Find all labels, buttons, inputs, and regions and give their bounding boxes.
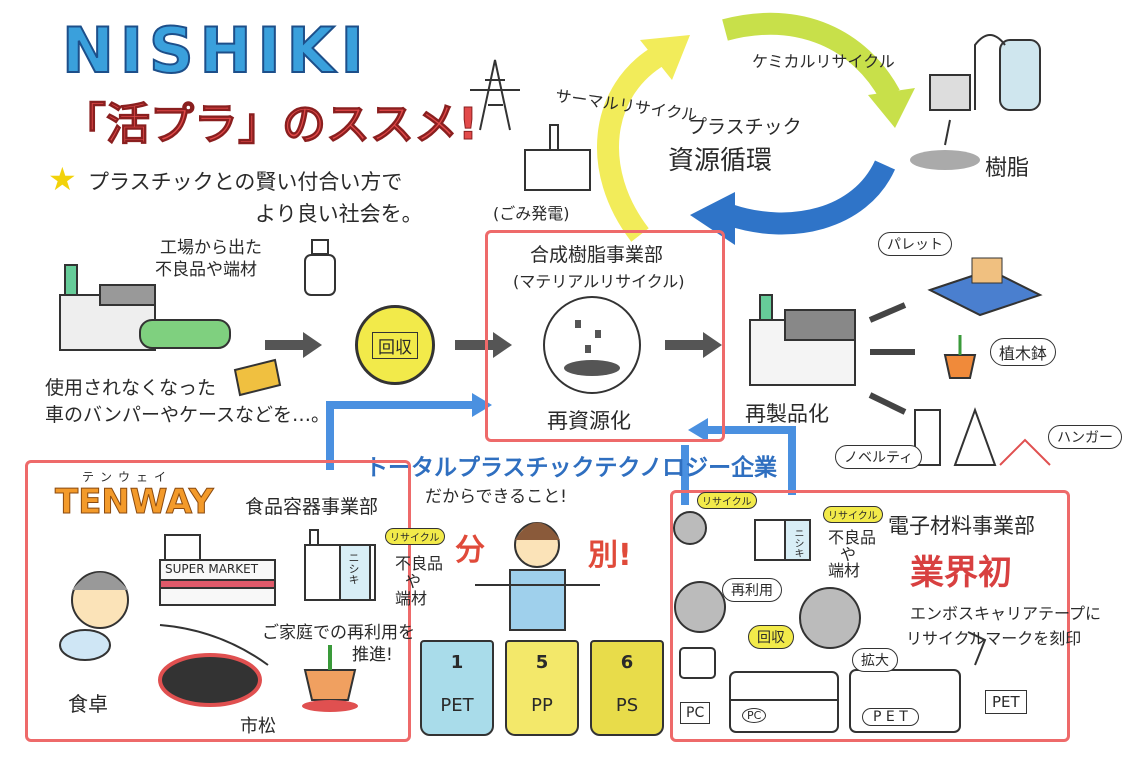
tenway-waste-2: や (405, 572, 422, 591)
power-tower-icon (470, 59, 520, 131)
electronics-waste-3: 端材 (828, 561, 861, 580)
division-subtitle: (マテリアルリサイクル) (513, 272, 685, 291)
resin-label: 樹脂 (985, 156, 1030, 181)
remanufacture-label: 再製品化 (745, 402, 829, 426)
product-pot-label: 植木鉢 (990, 338, 1057, 366)
reel-icon (673, 511, 861, 649)
cycle-center-label-2: 資源循環 (668, 146, 773, 176)
ichimatsu-container-icon (158, 653, 262, 707)
tape-pet-mark: P E T (862, 708, 919, 726)
tenway-factory-sign: ニシキ (347, 552, 360, 585)
novelty-icon (914, 407, 1051, 466)
nishiki-factory-icon (304, 529, 376, 601)
flow-arrow (159, 624, 269, 666)
ichimatsu-label: 市松 (240, 716, 276, 737)
synthetic-resin-division-box (485, 230, 725, 442)
electronics-factory-icon (754, 519, 811, 561)
plant-pot-icon (943, 335, 977, 379)
box-icon (233, 358, 282, 397)
pc-label: PC (680, 702, 711, 724)
arrow-to-division (455, 332, 512, 358)
sorting-person-icon (475, 522, 600, 631)
electronics-connector-arrow (705, 426, 796, 495)
promote-label-1: ご家庭での再利用を (262, 623, 415, 643)
tenway-ruby: テンウェイ (82, 470, 173, 484)
tenway-recycle-badge: リサイクル (385, 528, 445, 545)
chemical-arrowhead (868, 88, 915, 128)
tenway-box (25, 460, 411, 742)
product-arrows (868, 302, 915, 415)
factory-icon (59, 264, 156, 351)
tenway-division: 食品容器事業部 (245, 496, 379, 518)
person-eating-icon (59, 571, 129, 661)
electronics-collect-label: 回収 (748, 625, 794, 649)
pallet-icon (927, 257, 1043, 317)
supermarket-sign: SUPER MARKET (165, 562, 259, 576)
banner-title: トータルプラスチックテクノロジー企業 (365, 455, 778, 481)
bumper-icon (139, 319, 231, 349)
chemical-arrow (722, 12, 900, 101)
electronics-waste-2: や (840, 545, 857, 564)
bottle-icon (304, 239, 336, 296)
division-title: 合成樹脂事業部 (530, 244, 664, 266)
thermal-arrow (597, 45, 666, 242)
carrier-tape-diagram (679, 631, 987, 733)
sorting-label-1: 分 (455, 533, 485, 568)
tenway-logo: TENWAY (55, 482, 215, 523)
product-hanger-label: ハンガー (1048, 425, 1122, 449)
pet-label: PET (985, 690, 1027, 714)
reuse-label: 再利用 (722, 578, 782, 602)
zoom-label: 拡大 (852, 648, 898, 672)
sorting-label-2: 別! (588, 538, 632, 573)
resource-label: 再資源化 (547, 409, 631, 433)
star-icon: ★ (48, 160, 77, 198)
chemical-plant-icon (929, 34, 1041, 111)
resin-pellets-icon (543, 296, 641, 394)
carrier-tape-desc-1: エンボスキャリアテープに (910, 604, 1102, 623)
tagline-line-1: プラスチックとの賢い付合い方で (88, 170, 403, 194)
arrow-to-collect (265, 332, 322, 358)
arrow-to-remanufacture (665, 332, 722, 358)
collect-label: 回収 (372, 331, 418, 359)
supermarket-icon (159, 534, 276, 606)
circulation-arrow (726, 159, 896, 235)
dining-table-label: 食卓 (68, 692, 108, 716)
product-novelty-label: ノベルティ (835, 445, 923, 469)
thermal-arrowhead (640, 35, 690, 80)
brand-title: NISHIKI (61, 13, 370, 88)
electronics-box (670, 490, 1070, 742)
electronics-recycle-badge: リサイクル (697, 492, 757, 509)
tenway-waste-3: 端材 (395, 589, 428, 608)
promote-label-2: 推進! (352, 645, 393, 665)
tenway-waste-1: 不良品 (395, 554, 444, 573)
tagline-line-2: より良い社会を。 (255, 202, 423, 226)
collect-circle: 回収 (355, 305, 435, 385)
unused-items-label-2: 車のバンパーやケースなどを…。 (45, 404, 331, 426)
unused-items-label-1: 使用されなくなった (45, 377, 217, 399)
factory-waste-label: 工場から出た (160, 238, 262, 258)
electronics-recycle-badge-2: リサイクル (823, 506, 883, 523)
chemical-recycle-label: ケミカルリサイクル (752, 52, 895, 71)
power-plant-icon (524, 124, 591, 191)
industry-first-label: 業界初 (910, 553, 1012, 593)
tape-pc-mark: PC (742, 708, 767, 723)
resin-pile-icon (910, 119, 980, 170)
cycle-center-label-1: プラスチック (688, 116, 802, 138)
electronics-waste-1: 不良品 (828, 528, 877, 547)
carrier-tape-desc-2: リサイクルマークを刻印 (906, 629, 1082, 648)
tenway-connector-arrow (326, 401, 475, 470)
remanufacture-factory-icon (749, 294, 856, 386)
banner-subtitle: だからできること! (425, 487, 567, 507)
waste-power-label: (ごみ発電) (493, 204, 570, 223)
potted-plant-icon (302, 645, 358, 712)
factory-waste-label-2: 不良品や端材 (155, 260, 257, 280)
electronics-factory-sign: ニシキ (792, 528, 803, 558)
page-subtitle: 「活プラ」のススメ! (61, 99, 479, 151)
product-pallet-label: パレット (878, 232, 952, 256)
electronics-division: 電子材料事業部 (888, 514, 1035, 538)
